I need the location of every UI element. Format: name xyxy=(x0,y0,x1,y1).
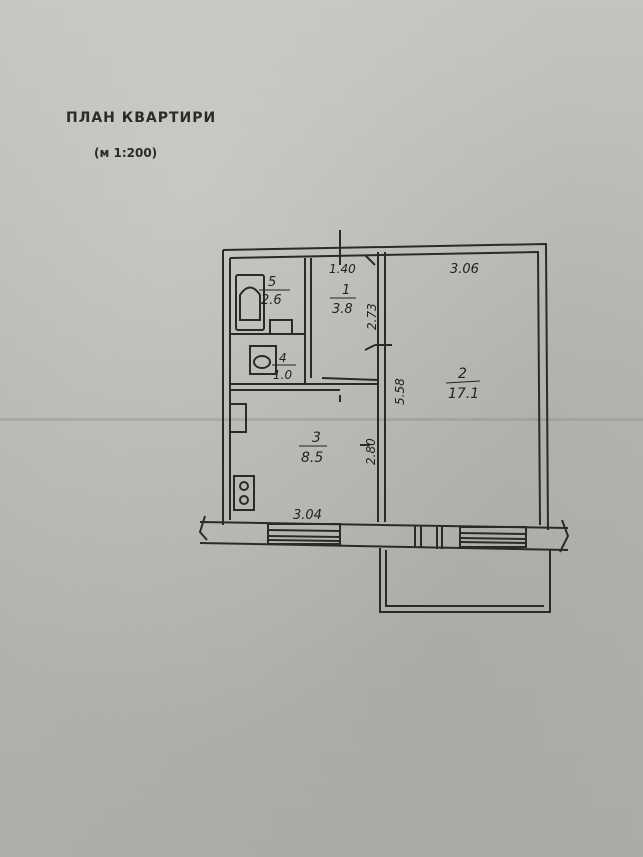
bathtub-inner xyxy=(239,286,261,321)
partition-corridor xyxy=(304,258,312,384)
room-4-area: 1.0 xyxy=(273,368,292,382)
dimension-ticks xyxy=(360,254,392,446)
bathtub xyxy=(235,274,265,331)
balcony-inner xyxy=(385,550,544,607)
outer-wall-inner-line xyxy=(229,250,541,526)
stove-burner-2 xyxy=(239,495,249,505)
room-1-number: 1 xyxy=(342,283,350,298)
room-2-area: 17.1 xyxy=(448,386,479,402)
balcony-outline xyxy=(379,548,551,613)
toilet-bowl xyxy=(253,355,271,369)
corridor-length-dim: 2.73 xyxy=(365,303,379,330)
kitchen-sink xyxy=(229,403,247,433)
toilet-niche xyxy=(249,345,277,375)
break-mark-right xyxy=(559,519,570,553)
plan-scale: (м 1:200) xyxy=(94,146,158,160)
window-room xyxy=(459,526,527,548)
stove-burner-1 xyxy=(239,481,249,491)
balcony-door xyxy=(414,526,443,549)
room2-width-dim: 3.06 xyxy=(450,262,479,277)
room-4-number: 4 xyxy=(279,351,287,365)
break-mark-left xyxy=(198,515,208,541)
window-room-sashes xyxy=(459,532,527,544)
sink xyxy=(269,319,293,335)
room-1-area: 3.8 xyxy=(332,302,353,317)
window-kitchen-sashes xyxy=(267,529,341,542)
partition-kitchen-top xyxy=(230,383,378,391)
kitchen-length-dim: 2.80 xyxy=(364,438,378,465)
plan-title: ПЛАН КВАРТИРИ xyxy=(66,110,217,126)
corridor-threshold xyxy=(321,377,379,381)
paper-fold-line xyxy=(0,418,643,421)
bottom-wall-inner xyxy=(199,542,569,551)
room-3-area: 8.5 xyxy=(301,450,323,466)
room-5-number: 5 xyxy=(268,275,276,290)
corridor-width-dim: 1.40 xyxy=(329,262,356,276)
room2-length-dim: 5.58 xyxy=(393,378,407,405)
kitchen-width-dim: 3.04 xyxy=(293,508,322,523)
partition-room2 xyxy=(377,252,386,522)
room-3-number: 3 xyxy=(312,430,321,446)
outer-wall-top-right xyxy=(222,242,549,531)
room-2-number: 2 xyxy=(458,366,467,382)
stove xyxy=(233,475,255,511)
window-kitchen xyxy=(267,523,341,545)
room-5-area: 2.6 xyxy=(261,293,282,308)
